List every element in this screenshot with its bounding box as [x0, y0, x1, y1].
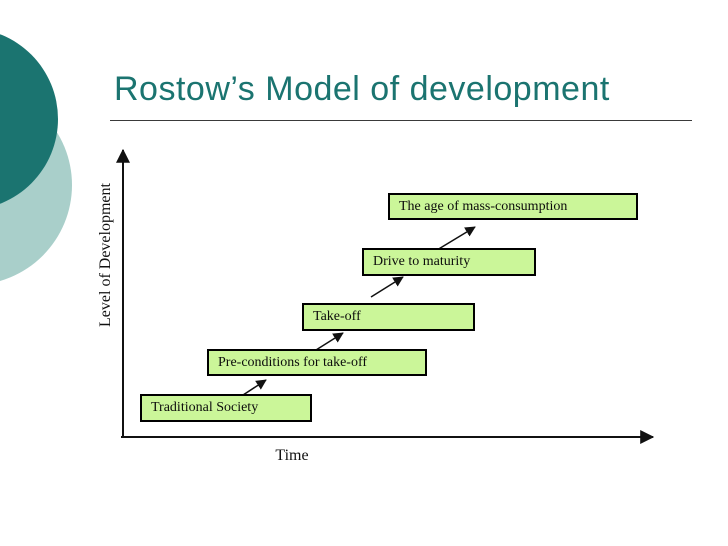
arrow-stage2-to-stage3	[315, 332, 344, 351]
stage-box-mass-consumption: The age of mass-consumption	[388, 193, 638, 220]
title-underline	[110, 120, 692, 121]
stage-box-take-off: Take-off	[302, 303, 475, 331]
arrow-stage3-to-stage4	[370, 276, 404, 298]
arrow-stage4-to-stage5	[436, 226, 476, 251]
y-axis-label: Level of Development	[97, 183, 114, 327]
stage-box-pre-conditions: Pre-conditions for take-off	[207, 349, 427, 376]
stage-box-traditional-society: Traditional Society	[140, 394, 312, 422]
page-title: Rostow’s Model of development	[114, 70, 610, 108]
stage-box-drive-to-maturity: Drive to maturity	[362, 248, 536, 276]
x-axis-label: Time	[275, 447, 309, 464]
